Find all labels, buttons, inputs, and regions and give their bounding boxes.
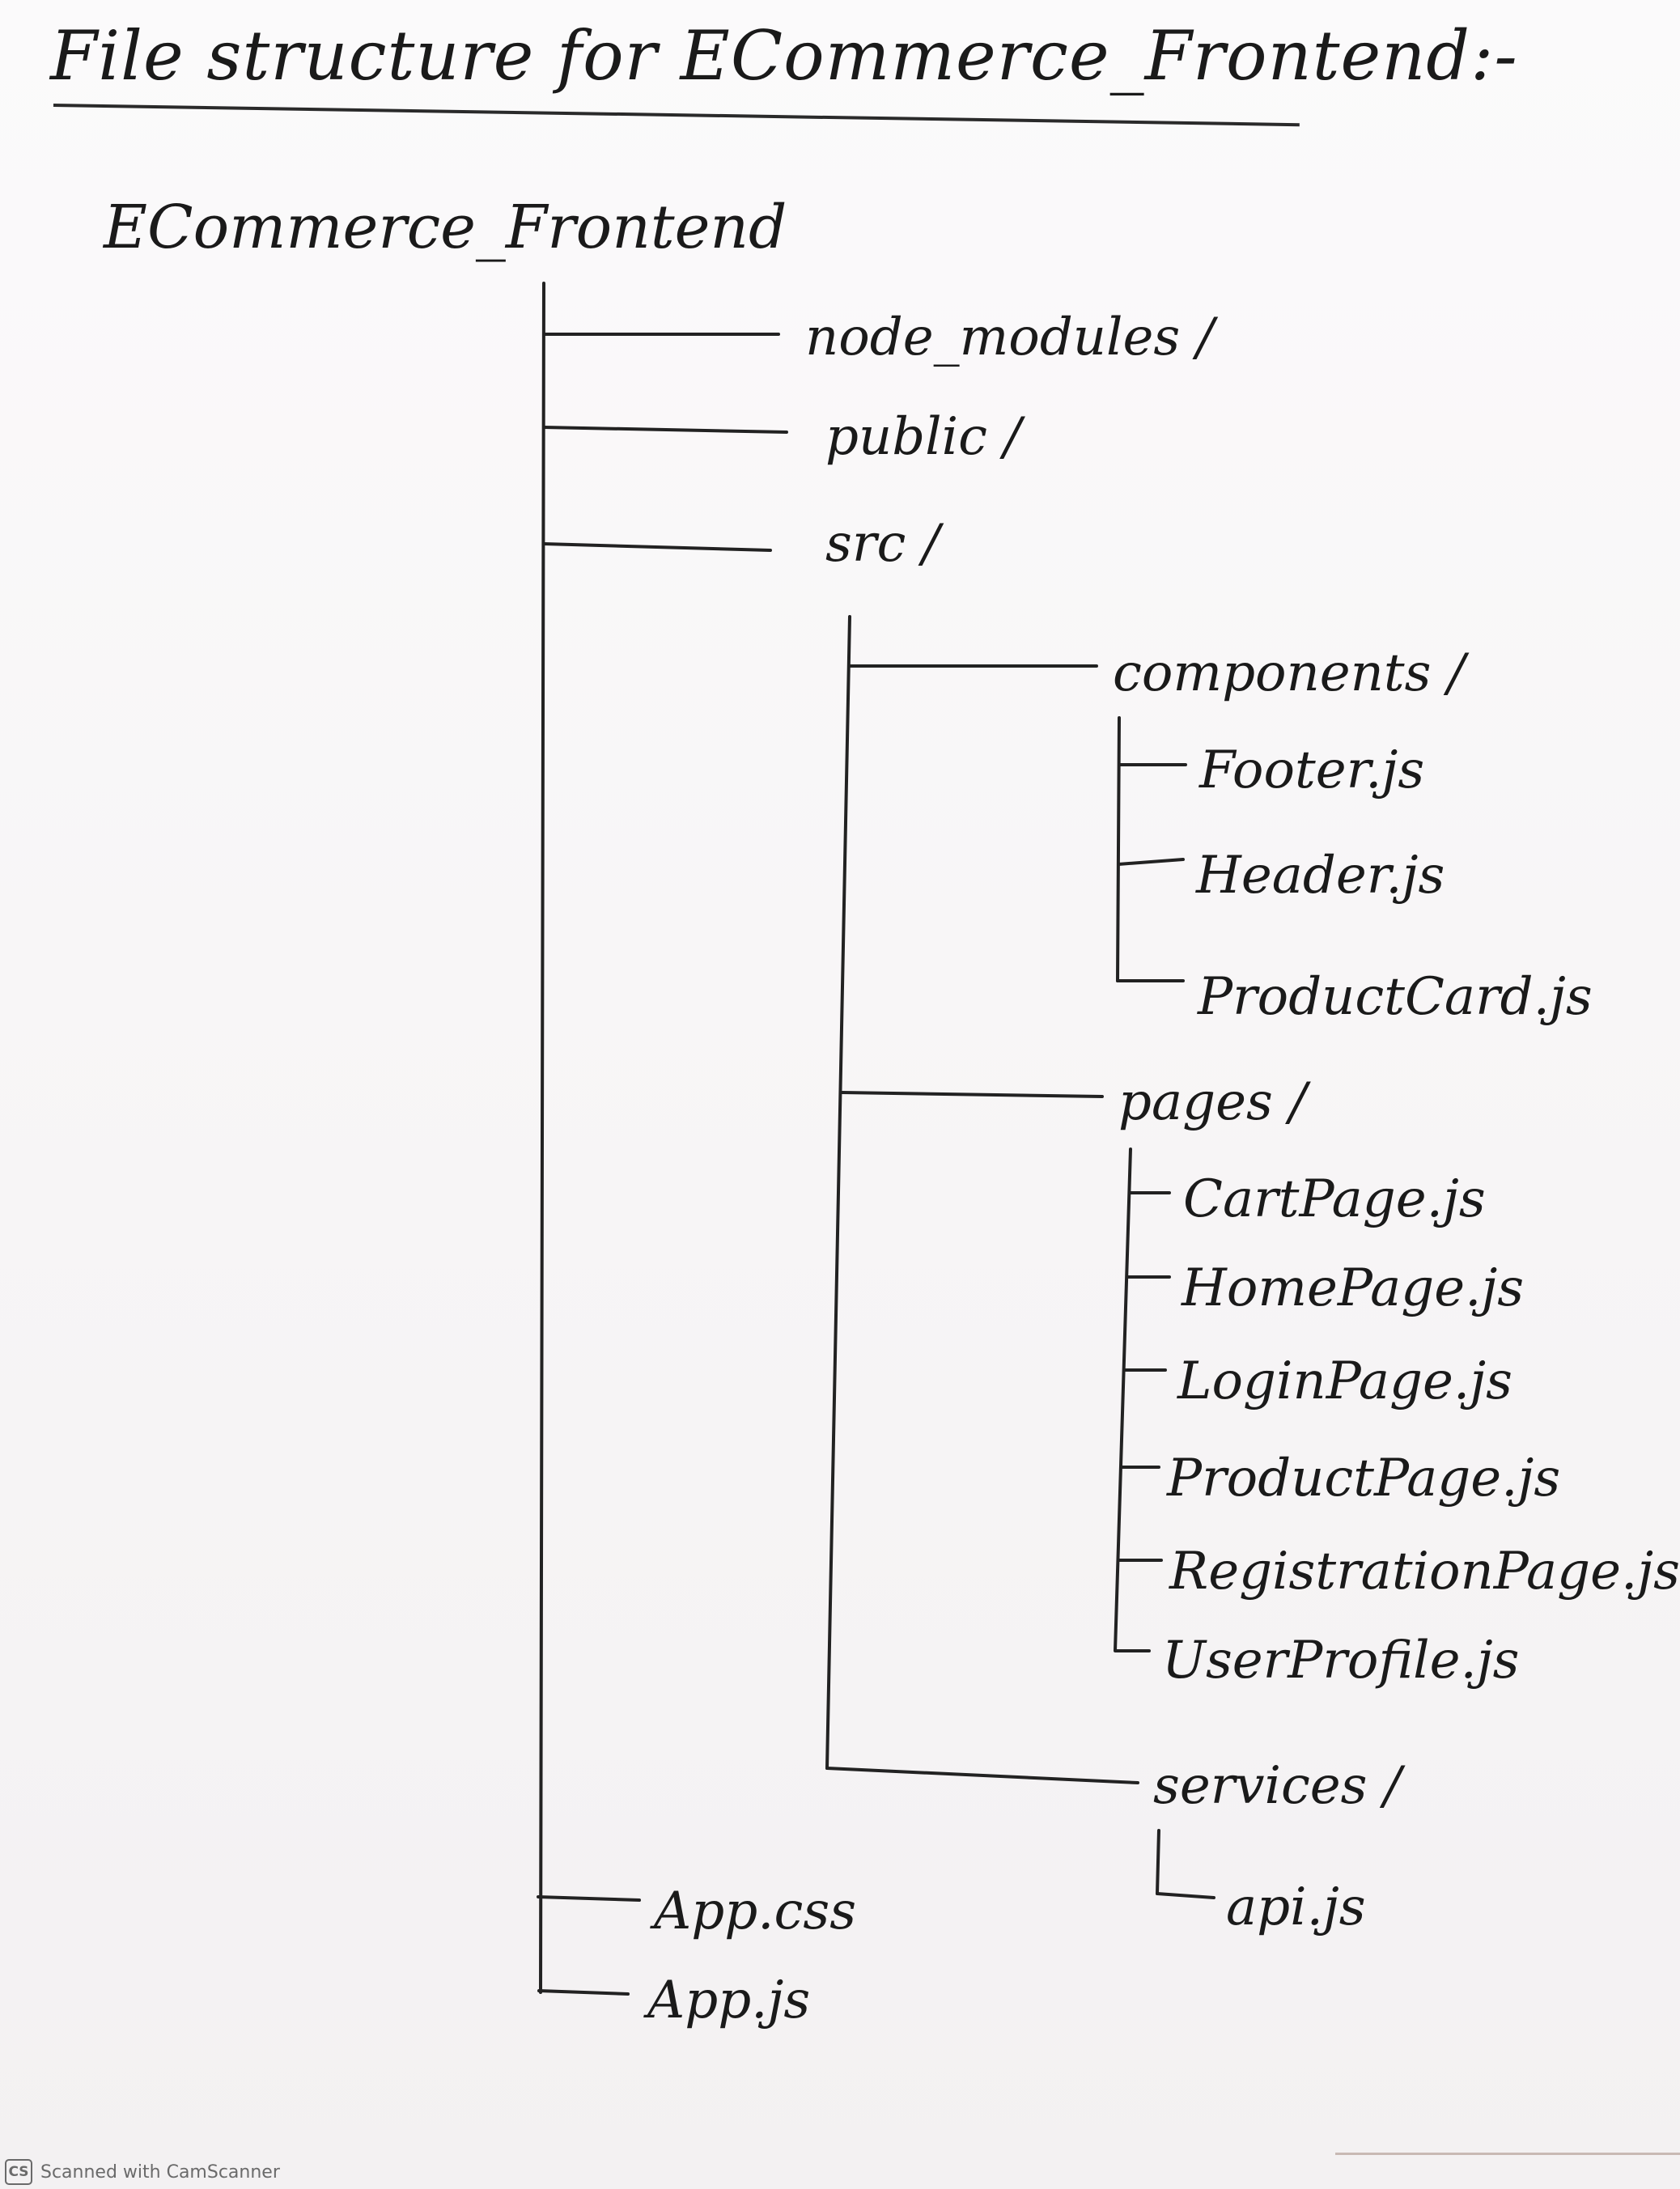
branch-header bbox=[1117, 858, 1185, 866]
branch-pages bbox=[840, 1091, 1104, 1098]
file-app-css: App.css bbox=[654, 1881, 857, 1941]
branch-src bbox=[542, 542, 772, 552]
services-trunk bbox=[1156, 1829, 1160, 1895]
branch-public bbox=[542, 426, 788, 434]
file-user-profile: UserProfile.js bbox=[1162, 1631, 1520, 1691]
scanner-watermark: CS Scanned with CamScanner bbox=[5, 2159, 280, 2185]
components-trunk bbox=[1116, 716, 1121, 982]
folder-public: public / bbox=[825, 407, 1021, 467]
file-header: Header.js bbox=[1196, 846, 1445, 906]
page-title: File structure for ECommerce_Frontend:- bbox=[50, 16, 1518, 95]
file-product-card: ProductCard.js bbox=[1198, 967, 1593, 1027]
branch-api bbox=[1156, 1892, 1215, 1899]
src-trunk bbox=[825, 615, 851, 1770]
branch-app-css bbox=[537, 1895, 641, 1902]
folder-services: services / bbox=[1153, 1756, 1402, 1816]
page-edge-mark bbox=[1335, 2153, 1680, 2155]
file-footer: Footer.js bbox=[1199, 740, 1425, 800]
branch-app-js bbox=[537, 1989, 630, 1996]
file-home-page: HomePage.js bbox=[1182, 1258, 1525, 1318]
folder-pages: pages / bbox=[1118, 1072, 1307, 1132]
file-app-js: App.js bbox=[647, 1971, 811, 2030]
file-api: api.js bbox=[1226, 1877, 1366, 1937]
file-product-page: ProductPage.js bbox=[1167, 1449, 1561, 1508]
folder-components: components / bbox=[1113, 643, 1466, 703]
folder-node-modules: node_modules / bbox=[805, 308, 1215, 367]
pages-trunk bbox=[1114, 1148, 1132, 1652]
file-login-page: LoginPage.js bbox=[1177, 1351, 1512, 1411]
watermark-text: Scanned with CamScanner bbox=[40, 2161, 280, 2183]
camscanner-logo-icon: CS bbox=[5, 2159, 32, 2185]
folder-src: src / bbox=[825, 514, 940, 574]
file-registration-page: RegistrationPage.js bbox=[1169, 1542, 1680, 1601]
root-folder-label: ECommerce_Frontend bbox=[104, 193, 787, 262]
root-trunk bbox=[539, 282, 545, 1994]
branch-services bbox=[825, 1767, 1139, 1784]
file-cart-page: CartPage.js bbox=[1183, 1169, 1486, 1229]
